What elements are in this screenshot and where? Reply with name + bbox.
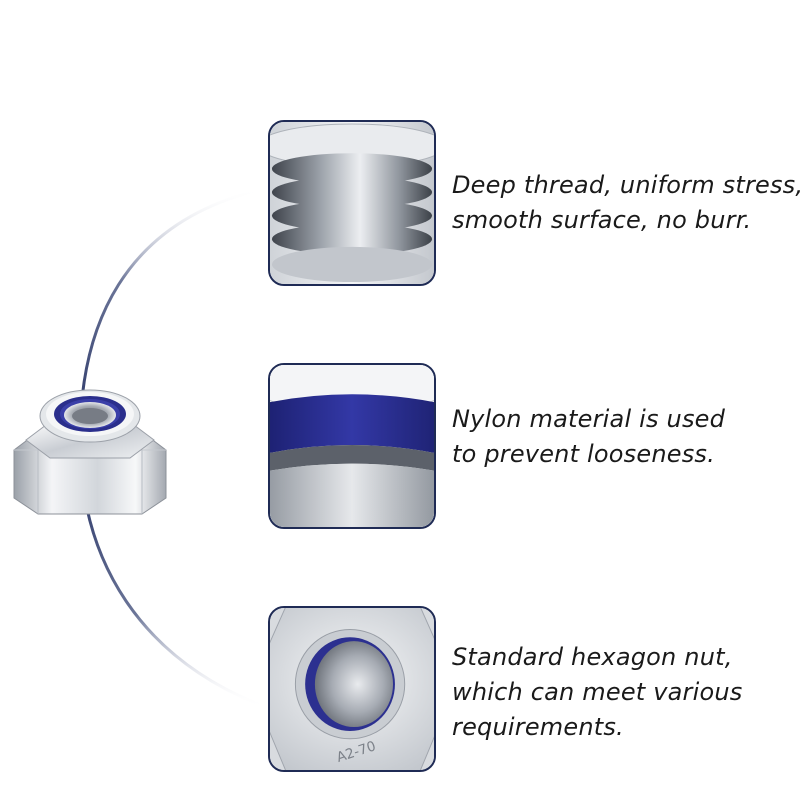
hex-nut-description-line-2: which can meet various <box>452 678 743 706</box>
hex-nut-closeup-image: A2-70 <box>268 606 436 772</box>
hex-nut-description: Standard hexagon nut, which can meet var… <box>452 640 792 745</box>
thread-description-line-1: Deep thread, uniform stress, <box>452 171 800 199</box>
nylon-ring-closeup-image <box>268 363 436 529</box>
nylon-description-line-1: Nylon material is used <box>452 405 726 433</box>
nylon-description-line-2: to prevent looseness. <box>452 440 715 468</box>
thread-closeup-image <box>268 120 436 286</box>
hex-nut-description-line-3: requirements. <box>452 713 624 741</box>
thread-description: Deep thread, uniform stress, smooth surf… <box>452 168 800 238</box>
hex-nut-description-line-1: Standard hexagon nut, <box>452 643 733 671</box>
nylon-description: Nylon material is used to prevent loosen… <box>452 402 792 472</box>
thread-description-line-2: smooth surface, no burr. <box>452 206 752 234</box>
nylon-lock-nut-image <box>13 389 167 515</box>
